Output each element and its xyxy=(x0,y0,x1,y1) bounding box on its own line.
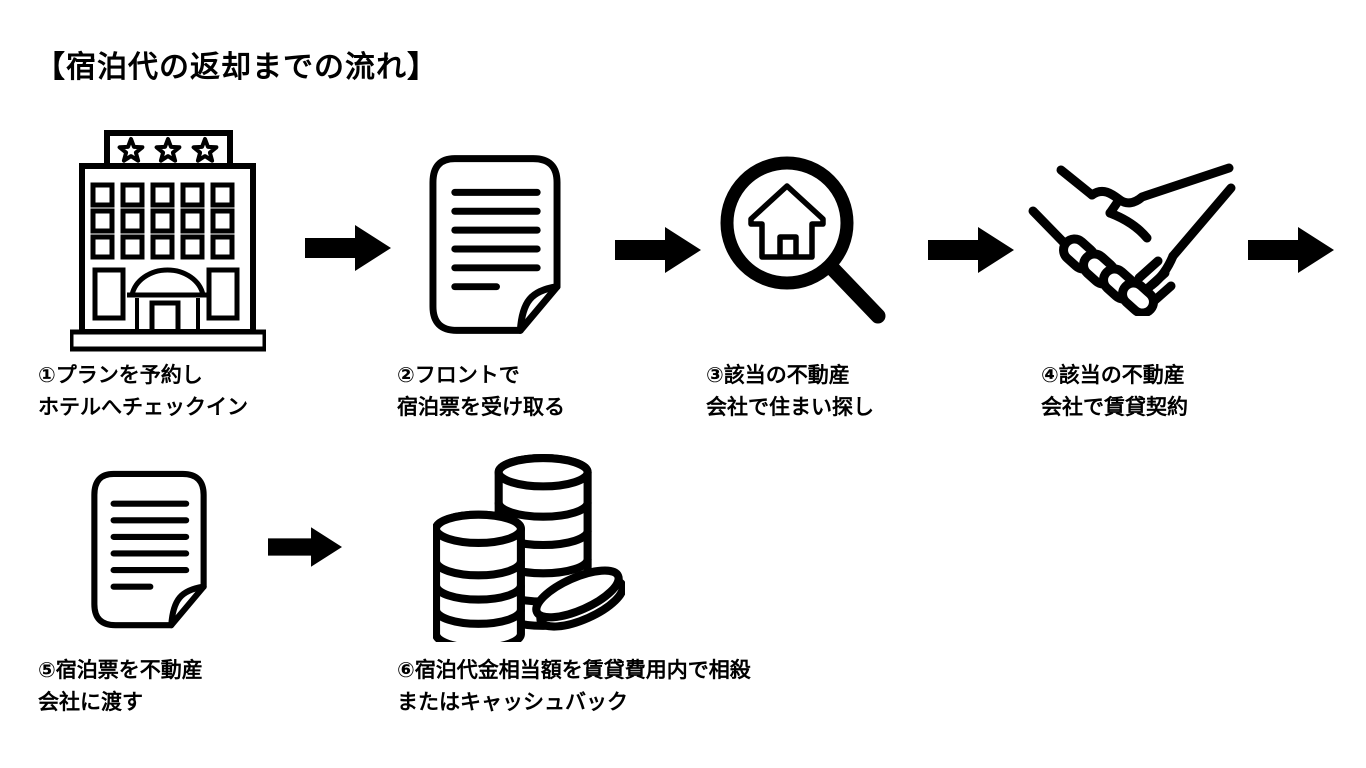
step-caption-line: ホテルへチェックイン xyxy=(38,396,248,419)
step-caption-line: 会社で住まい探し xyxy=(706,396,874,419)
right-arrow-icon xyxy=(1248,227,1334,273)
step-caption-3: ③該当の不動産 会社で住まい探し xyxy=(706,360,874,424)
step-caption-6: ⑥宿泊代金相当額を賃貸費用内で相殺 またはキャッシュバック xyxy=(397,655,751,719)
step-caption-line: ④該当の不動産 xyxy=(1041,364,1185,387)
house-search-icon xyxy=(712,152,892,326)
step-caption-line: ⑤宿泊票を不動産 xyxy=(38,659,203,682)
step-caption-line: ⑥宿泊代金相当額を賃貸費用内で相殺 xyxy=(397,659,751,682)
document-icon xyxy=(90,458,208,642)
step-caption-line: ①プランを予約し xyxy=(38,364,203,387)
handshake-icon xyxy=(1015,158,1237,316)
right-arrow-icon xyxy=(615,227,701,273)
step-caption-5: ⑤宿泊票を不動産 会社に渡す xyxy=(38,655,203,719)
coins-icon xyxy=(433,450,625,642)
step-caption-line: 会社に渡す xyxy=(38,691,143,714)
document-icon xyxy=(428,152,562,338)
step-caption-line: 宿泊票を受け取る xyxy=(397,396,565,419)
step-caption-line: またはキャッシュバック xyxy=(397,691,628,714)
step-caption-line: ②フロントで xyxy=(397,364,520,387)
right-arrow-icon xyxy=(268,527,342,567)
step-caption-line: ③該当の不動産 xyxy=(706,364,850,387)
right-arrow-icon xyxy=(928,227,1014,273)
right-arrow-icon xyxy=(305,225,391,271)
step-caption-2: ②フロントで 宿泊票を受け取る xyxy=(397,360,565,424)
page-title: 【宿泊代の返却までの流れ】 xyxy=(35,51,438,84)
step-caption-line: 会社で賃貸契約 xyxy=(1041,396,1188,419)
hotel-icon xyxy=(70,126,266,352)
step-caption-4: ④該当の不動産 会社で賃貸契約 xyxy=(1041,360,1188,424)
step-caption-1: ①プランを予約し ホテルへチェックイン xyxy=(38,360,248,424)
